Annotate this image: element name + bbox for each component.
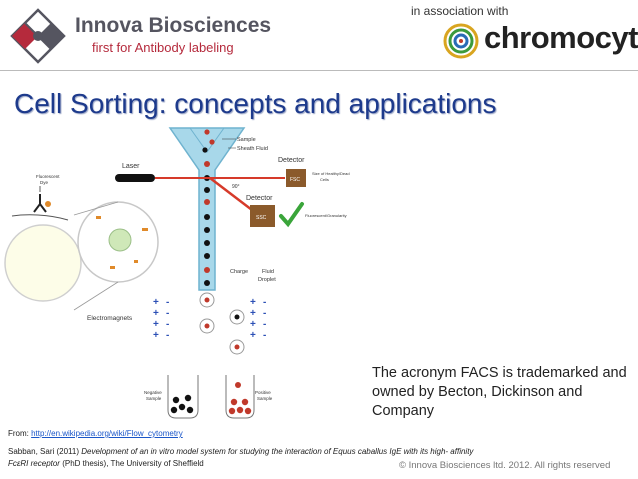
svg-text:-: - xyxy=(166,319,169,330)
fluorescent-dye-label-2: Dye xyxy=(40,180,48,185)
innova-logo-icon xyxy=(10,8,66,64)
svg-text:+: + xyxy=(153,297,159,308)
charge-label: Charge xyxy=(230,269,248,275)
association-text: in association with xyxy=(411,4,509,18)
laser-label: Laser xyxy=(122,163,140,170)
electromagnet-plates: +- +- +- +- +- +- +- +- xyxy=(153,297,266,341)
scatter-beam xyxy=(209,177,253,211)
negative-tube xyxy=(167,375,199,419)
granularity-label: Fluorescent/Granularity xyxy=(305,213,347,218)
angle-label: 90° xyxy=(232,184,240,190)
chromocyte-logo-icon xyxy=(443,23,479,59)
negative-sample-label-2: Sample xyxy=(146,396,162,401)
svg-text:+: + xyxy=(250,308,256,319)
positive-sample-label: Positive xyxy=(255,390,271,395)
laser-source xyxy=(115,174,155,182)
svg-text:-: - xyxy=(166,297,169,308)
brand-name: Innova Biosciences xyxy=(75,14,272,37)
citation-title-2: FcεRI receptor xyxy=(8,459,60,468)
brand-tagline: first for Antibody labeling xyxy=(92,40,234,55)
source-link[interactable]: http://en.wikipedia.org/wiki/Flow_cytome… xyxy=(31,429,183,438)
svg-text:+: + xyxy=(153,319,159,330)
citation: Sabban, Sari (2011) Development of an in… xyxy=(8,446,473,470)
slide-title: Cell Sorting: concepts and applications xyxy=(14,88,497,119)
flow-cytometry-diagram: Fluorescent Dye Sample Sheath Fluid Lase… xyxy=(4,127,350,419)
cell-illustration: Fluorescent Dye xyxy=(4,174,159,311)
svg-text:-: - xyxy=(263,330,266,341)
citation-publisher: (PhD thesis), The University of Sheffiel… xyxy=(59,459,204,468)
positive-sample-label-2: Sample xyxy=(257,396,273,401)
source-prefix: From: xyxy=(8,429,32,438)
fsc-label: FSC xyxy=(290,177,300,183)
svg-text:+: + xyxy=(250,330,256,341)
fluorescent-dye-label: Fluorescent xyxy=(36,174,60,179)
detector-top-label: Detector xyxy=(278,157,305,164)
citation-title: Development of an in vitro model system … xyxy=(81,447,474,456)
fsc-detector xyxy=(286,169,306,187)
sheath-fluid-label: Sheath Fluid xyxy=(237,146,268,152)
detector-bottom-label: Detector xyxy=(246,195,273,202)
negative-sample-label: Negative xyxy=(144,390,162,395)
ssc-detector xyxy=(250,205,275,227)
svg-text:-: - xyxy=(263,297,266,308)
copyright-notice: © Innova Biosciences ltd. 2012. All righ… xyxy=(399,460,611,471)
size-note-2: Cells xyxy=(320,177,329,182)
svg-text:+: + xyxy=(250,319,256,330)
source-line: From: http://en.wikipedia.org/wiki/Flow_… xyxy=(8,429,183,438)
citation-author: Sabban, Sari (2011) xyxy=(8,447,82,456)
svg-text:+: + xyxy=(153,330,159,341)
cell-stream xyxy=(202,129,215,286)
fluid-droplet-label-2: Droplet xyxy=(258,277,276,283)
svg-text:+: + xyxy=(250,297,256,308)
sample-label: Sample xyxy=(237,137,256,143)
svg-text:-: - xyxy=(263,319,266,330)
electromagnets-label: Electromagnets xyxy=(87,315,133,322)
fluid-droplet-label: Fluid xyxy=(262,269,274,275)
svg-text:-: - xyxy=(263,308,266,319)
size-note: Size of Healthy/Dead xyxy=(312,171,350,176)
svg-text:-: - xyxy=(166,308,169,319)
svg-text:-: - xyxy=(166,330,169,341)
ssc-label: SSC xyxy=(256,215,267,221)
facs-trademark-note: The acronym FACS is trademarked and owne… xyxy=(372,365,627,419)
partner-name: chromocyte xyxy=(484,20,638,55)
flow-nozzle xyxy=(168,127,246,291)
positive-tube xyxy=(225,375,255,419)
header-divider xyxy=(0,70,638,71)
check-icon xyxy=(279,202,304,228)
svg-text:+: + xyxy=(153,308,159,319)
